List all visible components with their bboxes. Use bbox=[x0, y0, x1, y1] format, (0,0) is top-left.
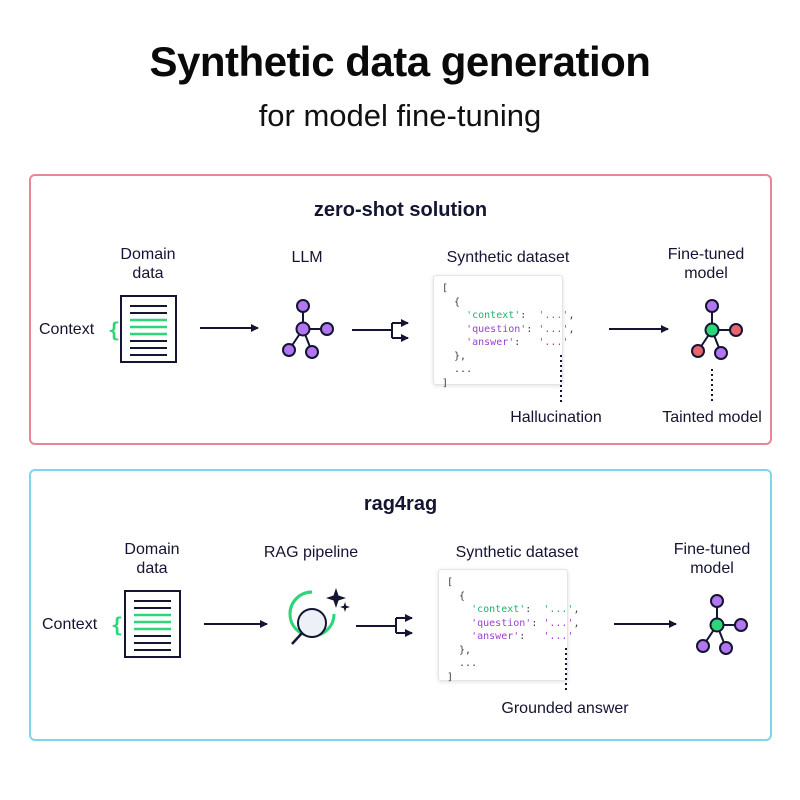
domain-data-label: Domain data bbox=[120, 246, 176, 282]
page-title: Synthetic data generation bbox=[149, 38, 651, 85]
network-graph-icon bbox=[282, 299, 334, 359]
tainted-model-label: Tainted model bbox=[662, 409, 762, 426]
zero-shot-title: zero-shot solution bbox=[313, 199, 488, 221]
rag-pipeline-label: RAG pipeline bbox=[263, 544, 359, 561]
context-label-rag: Context bbox=[42, 616, 98, 633]
synthetic-dataset-box: [ { 'context': '...', 'question': '...',… bbox=[433, 275, 575, 389]
split-arrow-icon bbox=[356, 614, 413, 637]
fine-tuned-model-label: Fine-tuned model bbox=[667, 246, 745, 282]
curly-brace-icon: { bbox=[111, 613, 123, 637]
tainted-network-icon bbox=[691, 299, 743, 360]
llm-label: LLM bbox=[291, 249, 323, 266]
rag4rag-title: rag4rag bbox=[363, 493, 438, 515]
curly-brace-icon: { bbox=[108, 318, 120, 342]
magnifier-sparkle-icon bbox=[288, 588, 350, 645]
synthetic-dataset-box-rag: [ { 'context': '...', 'question': '...',… bbox=[438, 569, 580, 683]
grounded-answer-label: Grounded answer bbox=[501, 700, 629, 717]
domain-data-label-rag: Domain data bbox=[124, 541, 180, 577]
synthetic-dataset-label-rag: Synthetic dataset bbox=[455, 544, 579, 561]
synthetic-dataset-label: Synthetic dataset bbox=[446, 249, 570, 266]
split-arrow-icon bbox=[352, 319, 409, 342]
fine-tuned-model-label-rag: Fine-tuned model bbox=[673, 541, 751, 577]
document-icon bbox=[120, 295, 177, 363]
context-label: Context bbox=[39, 321, 95, 338]
document-icon bbox=[124, 590, 181, 658]
network-graph-icon bbox=[696, 594, 748, 655]
page-subtitle: for model fine-tuning bbox=[258, 98, 542, 133]
hallucination-label: Hallucination bbox=[510, 409, 602, 426]
